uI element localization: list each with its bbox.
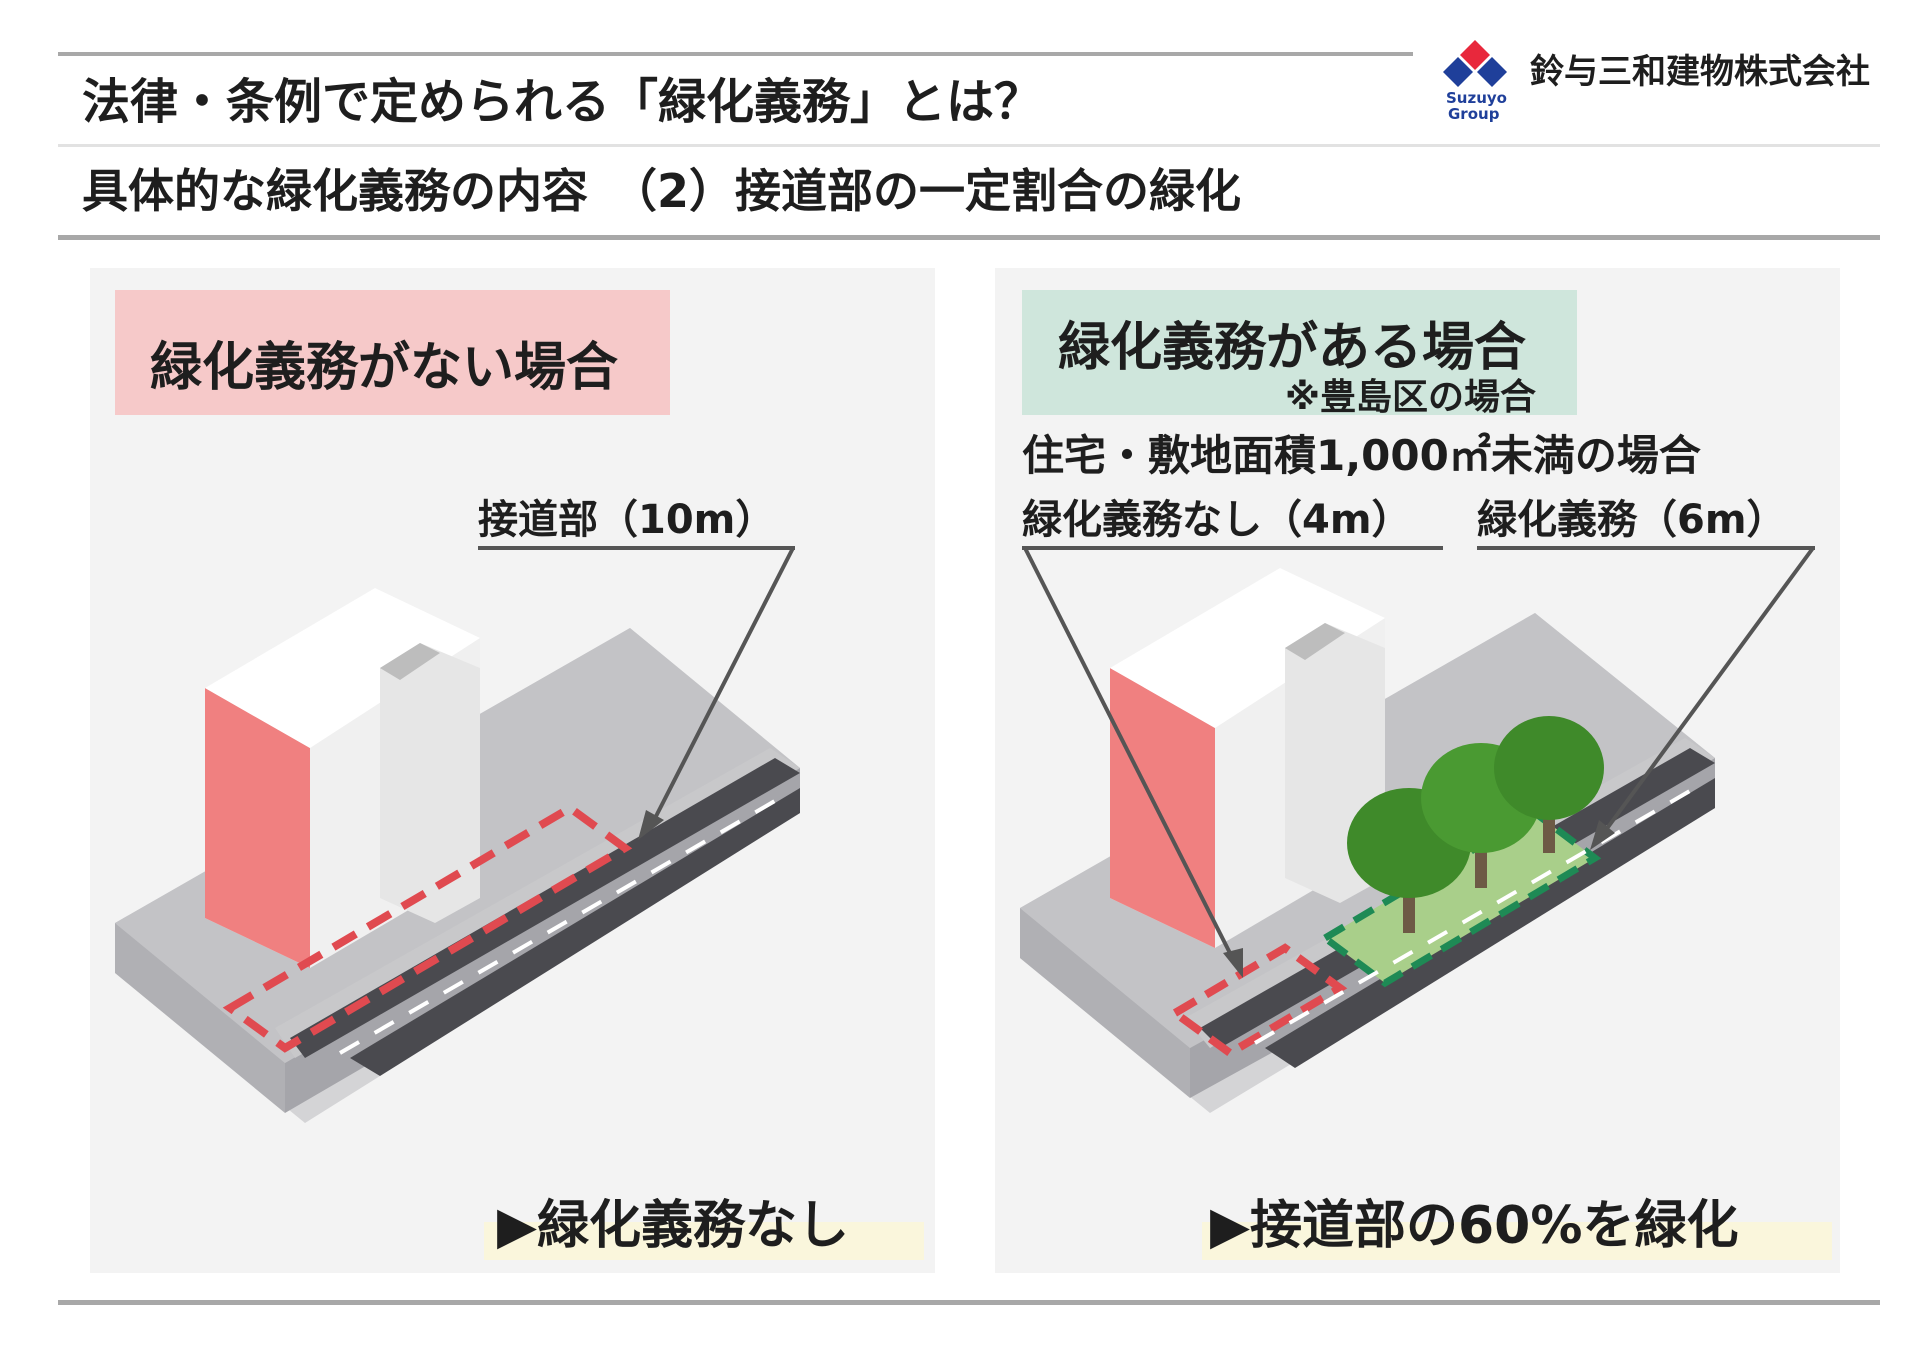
left-road-label: 接道部（10m） bbox=[478, 497, 776, 543]
left-diorama bbox=[115, 588, 800, 1123]
right-condition: 住宅・敷地面積1,000㎡未満の場合 bbox=[1022, 431, 1701, 480]
right-tag-note: ※豊島区の場合 bbox=[1285, 377, 1536, 418]
left-result-highlight bbox=[484, 1222, 924, 1260]
page-subtitle: 具体的な緑化義務の内容 （2）接道部の一定割合の緑化 bbox=[82, 164, 1242, 218]
right-diorama bbox=[1020, 568, 1715, 1113]
page-title: 法律・条例で定められる「緑化義務」とは？ bbox=[82, 74, 1043, 130]
left-tag bbox=[115, 290, 670, 415]
title-divider bbox=[58, 144, 1880, 147]
right-tag bbox=[1022, 290, 1577, 415]
right-result: ▶接道部の60%を緑化 bbox=[1210, 1196, 1739, 1256]
left-tag-label: 緑化義務がない場合 bbox=[150, 338, 619, 398]
header-top-rule bbox=[58, 52, 1413, 56]
footer-rule bbox=[58, 1300, 1880, 1305]
left-result: ▶緑化義務なし bbox=[497, 1196, 849, 1256]
right-label-no-duty: 緑化義務なし（4m） bbox=[1022, 497, 1412, 543]
left-callout-line bbox=[478, 546, 795, 840]
logo-text-line1: Suzuyo bbox=[1446, 89, 1507, 107]
company-name: 鈴与三和建物株式会社 bbox=[1530, 52, 1870, 92]
company-logo: Suzuyo Group bbox=[1440, 38, 1510, 126]
right-label-duty: 緑化義務（6m） bbox=[1477, 497, 1787, 543]
logo-text-line2: Group bbox=[1448, 105, 1500, 123]
right-callout-lines bbox=[1022, 546, 1815, 978]
right-tag-label: 緑化義務がある場合 bbox=[1058, 318, 1527, 378]
logo-mark-icon bbox=[1443, 40, 1507, 87]
header-bottom-rule bbox=[58, 235, 1880, 240]
right-result-highlight bbox=[1202, 1222, 1832, 1260]
